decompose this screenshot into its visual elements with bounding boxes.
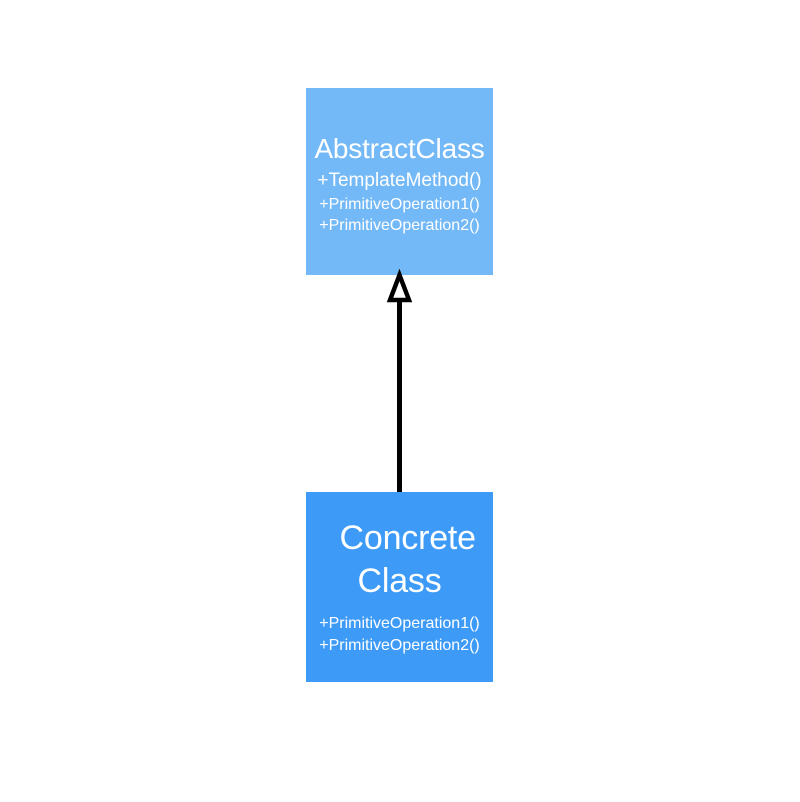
class-member: +PrimitiveOperation1() — [319, 195, 480, 213]
class-member: +TemplateMethod() — [317, 170, 482, 192]
class-box-abstract-class[interactable]: AbstractClass +TemplateMethod() +Primiti… — [306, 88, 493, 275]
class-title-abstract-class: AbstractClass — [314, 133, 485, 164]
hollow-triangle-arrowhead-icon — [386, 268, 413, 303]
class-title-concrete-class: Concrete Class — [339, 519, 477, 601]
class-box-concrete-class[interactable]: Concrete Class +PrimitiveOperation1() +P… — [306, 492, 493, 682]
class-member: +PrimitiveOperation2() — [319, 636, 480, 654]
class-members-abstract-class: +TemplateMethod() +PrimitiveOperation1()… — [306, 169, 493, 236]
class-member: +PrimitiveOperation2() — [319, 216, 480, 234]
class-member: +PrimitiveOperation1() — [319, 615, 480, 633]
class-members-concrete-class: +PrimitiveOperation1() +PrimitiveOperati… — [306, 613, 493, 656]
